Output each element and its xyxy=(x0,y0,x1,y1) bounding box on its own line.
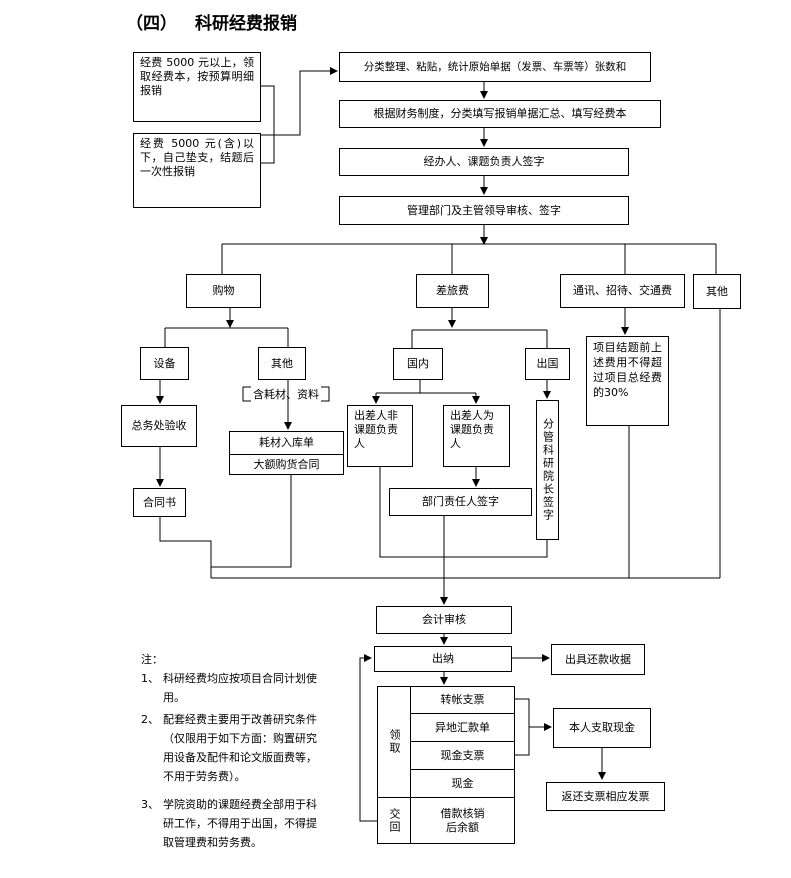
over-5000-box: 经费 5000 元以上，领取经费本，按预算明细报销 xyxy=(133,52,261,122)
category-comm: 通讯、招待、交通费 xyxy=(560,274,685,308)
travel-abroad: 出国 xyxy=(525,348,570,380)
note-text-2: 配套经费主要用于改善研究条件（仅限用于如下方面：购置研究用设备及配件和论文版面费… xyxy=(163,713,317,783)
note-text-1: 科研经费均应按项目合同计划使用。 xyxy=(163,672,317,704)
return-item: 借款核销后余额 xyxy=(410,797,515,844)
step-fill-book: 根据财务制度，分类填写报销单据汇总、填写经费本 xyxy=(339,100,661,128)
warehouse-receipt-box: 耗材入库单 xyxy=(229,431,344,455)
title-number: （四） xyxy=(126,14,177,34)
note-text-3: 学院资助的课题经费全部用于科研工作，不得用于出国，不得提取管理费和劳务费。 xyxy=(163,798,317,849)
travel-leader: 出差人为课题负责人 xyxy=(443,405,510,467)
repayment-receipt: 出具还款收据 xyxy=(551,644,645,675)
collect-item-cash: 现金 xyxy=(410,769,515,798)
shopping-equipment: 设备 xyxy=(140,347,189,380)
step-classify: 分类整理、粘贴，统计原始单据（发票、车票等）张数和 xyxy=(339,52,651,82)
under-5000-box: 经费 5000 元(含)以下，自己垫支，结题后一次性报销 xyxy=(133,133,261,208)
category-shopping: 购物 xyxy=(186,274,261,308)
collect-label: 领取 xyxy=(377,686,411,798)
note-number-2: 2、 xyxy=(141,713,159,726)
contract-box: 合同书 xyxy=(133,488,186,517)
materials-label: 含耗材、资料 xyxy=(253,388,319,401)
step-dept-review: 管理部门及主管领导审核、签字 xyxy=(339,196,629,225)
collect-item-transfer-check: 转帐支票 xyxy=(410,686,515,714)
dept-responsible-sign: 部门责任人签字 xyxy=(389,488,532,516)
cashier-box: 出纳 xyxy=(374,646,512,672)
collect-item-cash-check: 现金支票 xyxy=(410,741,515,770)
personal-cash-box: 本人支取现金 xyxy=(553,708,651,748)
step-sign-handler: 经办人、课题负责人签字 xyxy=(339,148,629,176)
vp-research-sign: 分管科研院长签字 xyxy=(536,400,559,540)
category-travel: 差旅费 xyxy=(416,274,489,308)
travel-non-leader: 出差人非课题负责人 xyxy=(347,405,413,467)
note-number-3: 3、 xyxy=(141,798,159,811)
title-text: 科研经费报销 xyxy=(195,14,297,34)
note-number-1: 1、 xyxy=(141,672,159,685)
comm-limit-note: 项目结题前上述费用不得超过项目总经费的30% xyxy=(586,336,669,426)
notes-heading: 注： xyxy=(141,653,163,666)
accounting-audit: 会计审核 xyxy=(376,606,512,634)
category-other: 其他 xyxy=(693,274,741,309)
acceptance-box: 总务处验收 xyxy=(121,405,197,447)
purchase-contract-box: 大额购货合同 xyxy=(229,454,344,475)
return-label: 交回 xyxy=(377,797,411,844)
collect-item-remittance: 异地汇款单 xyxy=(410,713,515,742)
shopping-other: 其他 xyxy=(258,347,306,380)
page-title: （四） 科研经费报销 xyxy=(126,9,297,34)
travel-domestic: 国内 xyxy=(393,348,443,380)
return-invoice-box: 返还支票相应发票 xyxy=(546,782,665,811)
